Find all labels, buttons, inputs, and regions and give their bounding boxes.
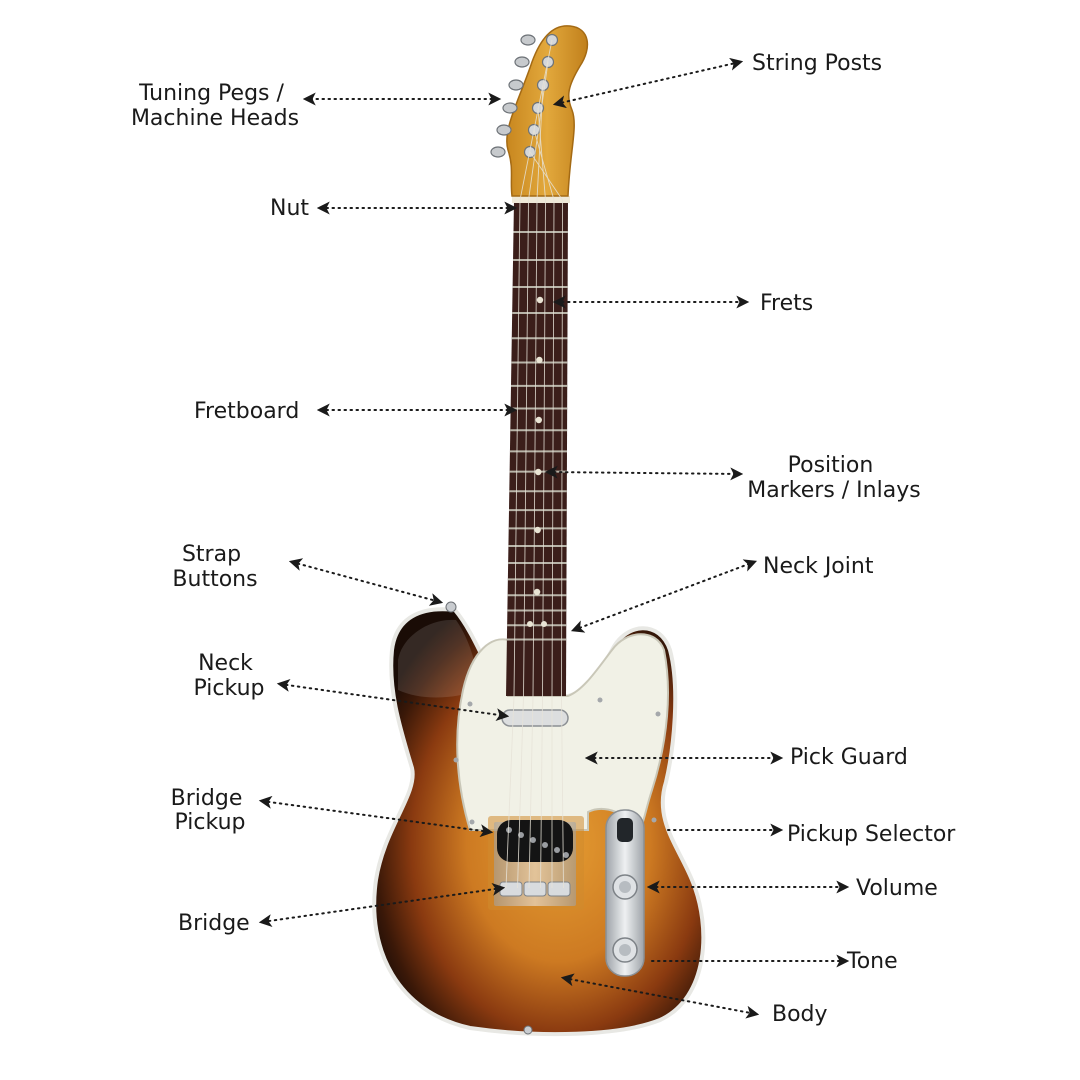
tuning-peg	[520, 34, 536, 46]
tuning-peg	[490, 146, 506, 158]
string	[517, 61, 549, 889]
label-tone: Tone	[846, 949, 898, 974]
inlay-dot	[535, 416, 542, 424]
leader-strap-buttons	[288, 558, 444, 606]
guitar-illustration	[372, 25, 706, 1037]
tuning-pegs	[490, 34, 536, 158]
leader-lines	[258, 57, 850, 1019]
inlay-dot	[536, 296, 544, 304]
headstock	[490, 25, 589, 197]
tuning-peg	[514, 56, 530, 68]
label-strap-buttons: Strap Buttons	[172, 542, 257, 592]
label-neck-joint: Neck Joint	[763, 554, 874, 579]
strap-button	[445, 601, 457, 613]
label-pick-guard: Pick Guard	[790, 745, 908, 770]
label-frets: Frets	[760, 291, 813, 316]
labels: Tuning Pegs / Machine Heads String Posts…	[131, 51, 956, 1027]
string	[528, 84, 544, 889]
inlay-dot	[536, 356, 543, 364]
control-plate	[605, 809, 645, 977]
label-tuning-pegs: Tuning Pegs / Machine Heads	[131, 81, 299, 131]
label-bridge-pickup: Bridge Pickup	[171, 786, 250, 835]
leader-string-posts	[552, 57, 744, 109]
guitar-neck	[506, 196, 570, 696]
label-string-posts: String Posts	[752, 51, 882, 76]
inlay-dot	[533, 588, 541, 596]
inlay-dot	[527, 621, 533, 627]
bridge-assembly	[488, 816, 584, 910]
bridge-saddles	[499, 881, 571, 897]
leader-body	[560, 973, 760, 1019]
string	[505, 39, 553, 889]
inlay-dot	[534, 526, 541, 534]
string	[537, 107, 546, 889]
label-bridge: Bridge	[178, 911, 250, 936]
tuning-peg	[496, 124, 512, 136]
position-markers	[527, 296, 547, 627]
label-neck-pickup: Neck Pickup	[194, 651, 265, 701]
tuning-peg	[508, 79, 524, 91]
label-volume: Volume	[856, 876, 938, 901]
label-body: Body	[772, 1002, 828, 1027]
nut	[512, 196, 570, 203]
label-pickup-selector: Pickup Selector	[787, 822, 956, 847]
leader-bridge-pickup	[258, 795, 494, 838]
label-nut: Nut	[270, 196, 309, 221]
label-fretboard: Fretboard	[194, 399, 299, 424]
neck-pickup-unit	[501, 709, 569, 727]
label-position-markers: Position Markers / Inlays	[747, 453, 920, 503]
string	[533, 129, 555, 888]
strings	[505, 39, 564, 889]
string	[529, 151, 564, 889]
inlay-dot	[541, 621, 547, 627]
leader-bridge	[258, 882, 506, 928]
leader-neck-pickup	[276, 678, 510, 722]
inlay-dot	[535, 468, 542, 476]
leader-neck-joint	[570, 559, 758, 633]
tuning-peg	[502, 102, 518, 114]
leader-position-markers	[544, 465, 744, 481]
pickup-selector-switch	[617, 818, 633, 842]
